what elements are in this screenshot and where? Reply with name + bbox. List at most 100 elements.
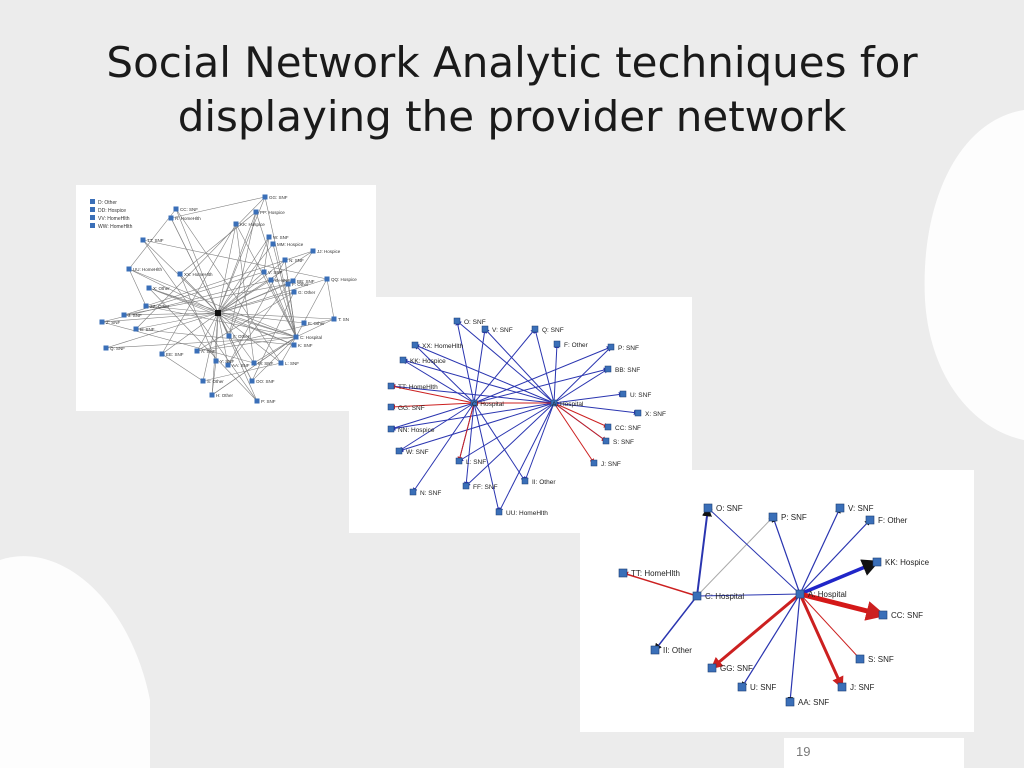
network-1-node [301,320,307,326]
network-1-edge [128,268,297,338]
network-2-node-label: FF: SNF [473,484,498,491]
network-3-node-label: V: SNF [848,504,874,513]
network-2-node-label: NN: Hospice [398,427,435,434]
network-2-node [553,340,561,348]
network-1-edge [148,287,295,346]
network-2-edge [524,402,555,482]
network-2-node [634,409,642,417]
network-3-node-label: KK: Hospice [885,558,930,567]
network-1-edge [280,336,297,364]
network-2-node [481,325,489,333]
network-1-edge [148,287,219,314]
network-1-edges [101,196,335,402]
network-1-node-label: W: SNF [273,235,289,240]
network-1-node-label: JJ: Hospice [317,249,341,254]
network-1-node-label: GG: SNF [269,195,288,200]
network-2-edge [473,367,609,404]
network-1-node-label: Q: SNF [110,346,125,351]
network-1-node [133,326,139,332]
network-1-node [200,378,206,384]
network-3-edge [798,593,844,689]
network-1-node-label: ZZ: Other [150,304,170,309]
network-1-edge [175,208,219,314]
network-3-node-label: GG: SNF [720,664,753,673]
network-1-edge [217,250,314,314]
network-1-node-label: O: SNF [275,278,290,283]
network-2-edge [498,402,555,513]
network-1-edge [142,239,258,402]
network-1-node [159,351,165,357]
network-1-edge [217,283,289,314]
network-2-node-label: L: SNF [466,459,486,466]
network-1-node-label: Y: SNF [220,359,235,364]
network-1-node-label: G: Other [298,290,316,295]
network-1-node-label: CC: SNF [180,207,198,212]
network-3-edge [741,593,801,688]
network-2-edge [553,402,595,464]
network-1-edge [170,196,266,219]
network-1-node [282,257,288,263]
network-1-node [126,266,132,272]
network-1-node-label: EE: SNF [166,352,184,357]
network-1-edge [202,362,282,382]
network-2-node [462,482,470,490]
network-2-node-label: O: SNF [464,319,486,326]
network-1-node-label: KK: Hospice [240,222,265,227]
network-2-node [395,447,403,455]
network-1-edge [135,312,219,330]
network-1-node [324,276,330,282]
network-1-edge [251,336,297,382]
network-1-edge [161,223,237,355]
network-1-edge [217,312,335,320]
network-1-edge [128,268,147,307]
network-2-edge [398,402,555,453]
network-1-graph: D: Other DD: Hospice VV: HomeHlth WW: Ho… [90,194,357,404]
network-2-edge [553,368,609,404]
network-2-node [604,365,612,373]
network-1-node [233,221,239,227]
network-3-node [872,557,882,567]
title-line-2: displaying the provider network [177,92,847,141]
network-1-edge [179,211,257,275]
network-panel-1: D: Other DD: Hospice VV: HomeHlth WW: Ho… [76,185,376,411]
network-1-edge [196,318,335,352]
network-2-edge [398,402,475,452]
network-3-edge [799,559,880,596]
network-1-node-label: XX: HomeHlth [184,272,213,277]
network-2-node [602,437,610,445]
network-2-node-label: A: Hospital [552,401,584,408]
network-1-edge [217,312,297,338]
page-number: 19 [796,744,811,759]
network-2-edge [390,402,475,410]
network-1-node-label: Z: SNF [106,320,121,325]
network-1-node [173,206,179,212]
network-1-node [209,392,215,398]
slide-title: Social Network Analytic techniques for d… [40,36,984,144]
network-1-node-label: MM: Hospice [277,242,304,247]
network-2-edge [473,328,536,404]
network-2-node-label: N: SNF [420,490,441,497]
title-line-1: Social Network Analytic techniques for [106,38,918,87]
network-1-node-label: H: Other [216,393,234,398]
network-1-node [249,378,255,384]
network-2-node-label: V: SNF [492,327,513,334]
network-2-node [550,399,558,407]
network-3-node-label: II: Other [663,646,692,655]
network-2-node [531,325,539,333]
network-1-edge [179,273,219,314]
network-3-edges [622,506,887,703]
legend-item: VV: HomeHlth [98,216,130,222]
network-3-node [855,654,865,664]
network-1-node-label: TT: SNF [147,238,164,243]
network-2-edge [553,402,607,442]
network-1-node-label: F: Other [292,282,309,287]
network-1-edge [211,360,217,396]
network-1-edge [235,223,297,338]
network-3-node-label: O: SNF [716,504,743,513]
network-2-edge [473,402,526,482]
network-2-node-label: Q: SNF [542,327,564,334]
network-1-node [261,269,267,275]
legend-marker [90,199,95,204]
